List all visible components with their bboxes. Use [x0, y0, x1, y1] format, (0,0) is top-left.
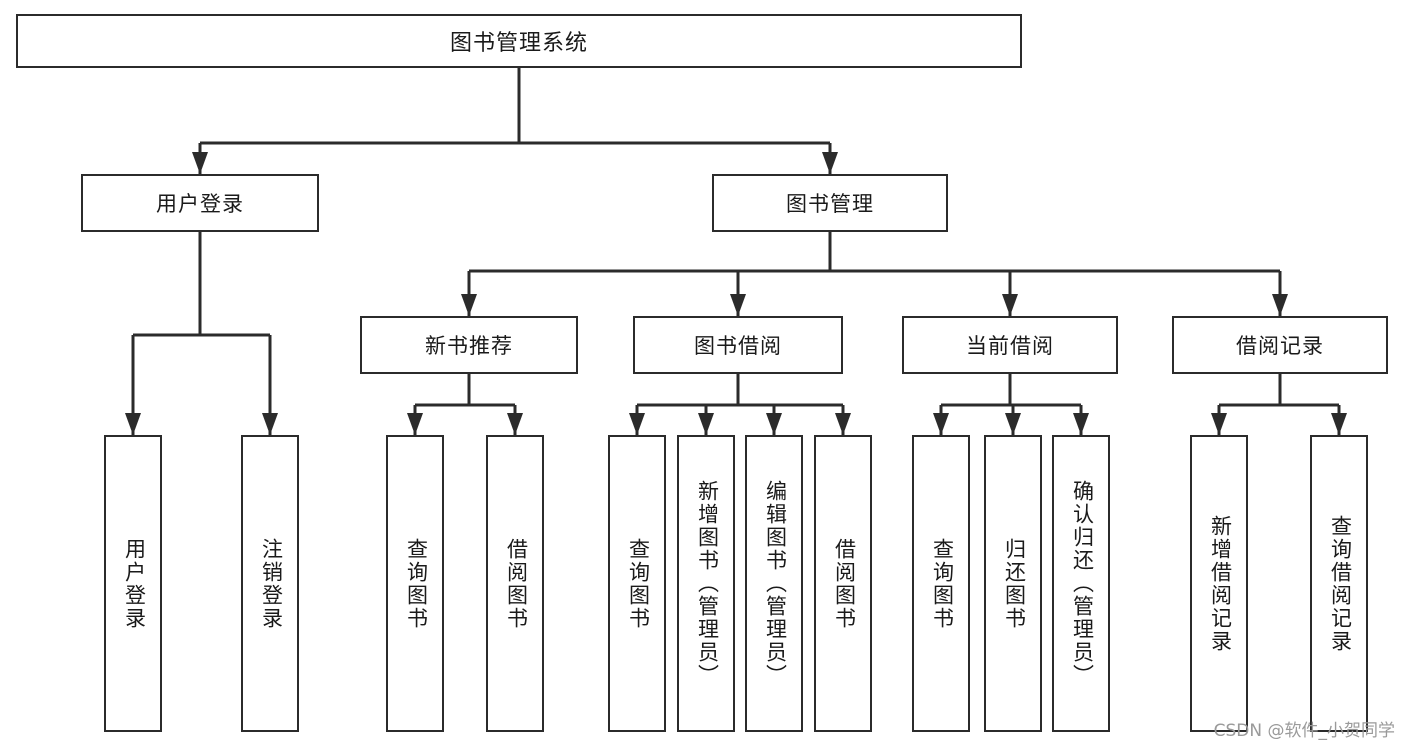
node-leaf-user-logout: 注销登录 — [241, 435, 299, 732]
node-user-login: 用户登录 — [81, 174, 319, 232]
node-label: 注销登录 — [259, 537, 283, 630]
arrowhead-icon — [766, 413, 782, 435]
arrowhead-icon — [1073, 413, 1089, 435]
node-leaf-edit-book: 编辑图书（管理员） — [745, 435, 803, 732]
node-leaf-query-book-1: 查询图书 — [386, 435, 444, 732]
arrowhead-icon — [1211, 413, 1227, 435]
node-label: 查询图书 — [626, 537, 650, 630]
arrowhead-icon — [1002, 294, 1018, 316]
node-label: 确认归还（管理员） — [1070, 480, 1094, 687]
arrowhead-icon — [822, 152, 838, 174]
node-leaf-query-book-3: 查询图书 — [912, 435, 970, 732]
node-label: 图书借阅 — [694, 335, 782, 358]
node-leaf-borrow-book-1: 借阅图书 — [486, 435, 544, 732]
node-label: 借阅记录 — [1236, 335, 1324, 358]
node-label: 用户登录 — [156, 193, 244, 216]
node-new-book-rec: 新书推荐 — [360, 316, 578, 374]
node-label: 查询借阅记录 — [1328, 514, 1352, 653]
node-label: 新增图书（管理员） — [695, 480, 719, 687]
watermark-text: CSDN @软件_小贺同学 — [1213, 721, 1395, 741]
arrowhead-icon — [1272, 294, 1288, 316]
node-book-borrow: 图书借阅 — [633, 316, 843, 374]
node-borrow-record: 借阅记录 — [1172, 316, 1388, 374]
arrowhead-icon — [125, 413, 141, 435]
node-book-manage: 图书管理 — [712, 174, 948, 232]
node-leaf-query-book-2: 查询图书 — [608, 435, 666, 732]
node-leaf-add-book: 新增图书（管理员） — [677, 435, 735, 732]
arrowhead-icon — [192, 152, 208, 174]
node-leaf-return-book: 归还图书 — [984, 435, 1042, 732]
arrowhead-icon — [835, 413, 851, 435]
node-label: 图书管理 — [786, 193, 874, 216]
node-label: 新书推荐 — [425, 335, 513, 358]
arrowhead-icon — [629, 413, 645, 435]
arrowhead-icon — [1331, 413, 1347, 435]
node-label: 查询图书 — [930, 537, 954, 630]
node-root: 图书管理系统 — [16, 14, 1022, 68]
node-label: 编辑图书（管理员） — [763, 480, 787, 687]
arrowhead-icon — [407, 413, 423, 435]
node-label: 查询图书 — [404, 537, 428, 630]
arrowhead-icon — [1005, 413, 1021, 435]
node-leaf-confirm-return: 确认归还（管理员） — [1052, 435, 1110, 732]
node-label: 借阅图书 — [832, 537, 856, 630]
arrowhead-icon — [461, 294, 477, 316]
node-label: 新增借阅记录 — [1208, 514, 1232, 653]
arrowhead-icon — [933, 413, 949, 435]
arrowhead-icon — [507, 413, 523, 435]
node-leaf-user-login: 用户登录 — [104, 435, 162, 732]
arrowhead-icon — [698, 413, 714, 435]
arrowhead-icon — [730, 294, 746, 316]
node-label: 归还图书 — [1002, 537, 1026, 630]
node-leaf-borrow-book-2: 借阅图书 — [814, 435, 872, 732]
node-leaf-query-record: 查询借阅记录 — [1310, 435, 1368, 732]
arrowhead-icon — [262, 413, 278, 435]
node-current-borrow: 当前借阅 — [902, 316, 1118, 374]
node-label: 用户登录 — [122, 537, 146, 630]
node-label: 图书管理系统 — [449, 30, 588, 55]
node-label: 当前借阅 — [966, 335, 1054, 358]
node-leaf-add-record: 新增借阅记录 — [1190, 435, 1248, 732]
node-label: 借阅图书 — [504, 537, 528, 630]
